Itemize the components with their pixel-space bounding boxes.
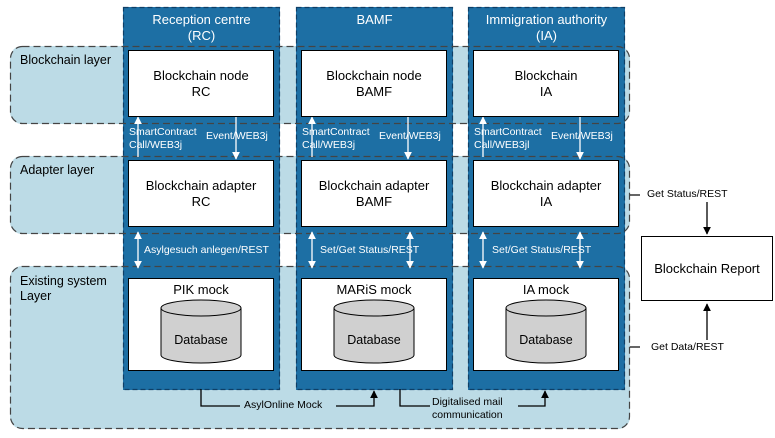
call-label-bamf: SmartContract Call/WEB3j (302, 126, 370, 151)
database-label-rc: Database (174, 333, 228, 347)
blockchain-adapter-bamf: Blockchain adapter BAMF (301, 160, 447, 227)
blockchain-adapter-rc: Blockchain adapter RC (128, 160, 274, 227)
blockchain-node-bamf: Blockchain node BAMF (301, 50, 447, 117)
call-label-rc: SmartContract Call/WEB3j (129, 126, 197, 151)
column-title-ia: Immigration authority (IA) (485, 12, 608, 43)
blockchain-report-label: Blockchain Report (654, 260, 760, 276)
blockchain-node-rc: Blockchain node RC (128, 50, 274, 117)
column-title-bamf: BAMF (356, 12, 393, 27)
asylonline-mock-label: AsylOnline Mock (244, 399, 323, 411)
existing-layer-label: Existing system Layer (20, 274, 107, 303)
interface-label-ia: Set/Get Status/REST (492, 244, 592, 256)
database-label-ia: Database (519, 333, 573, 347)
blockchain-adapter-ia: Blockchain adapter IA (473, 160, 619, 227)
interface-label-bamf: Set/Get Status/REST (320, 244, 420, 256)
call-label-ia: SmartContract Call/WEB3jl (474, 126, 542, 151)
mock-title-ia: IA mock (522, 282, 570, 297)
blockchain-layer-label: Blockchain layer (20, 53, 112, 67)
event-label-bamf: Event/WEB3j (379, 130, 441, 142)
blockchain-node-bamf-label: Blockchain node BAMF (326, 67, 422, 99)
database-label-bamf: Database (347, 333, 401, 347)
blockchain-adapter-bamf-label: Blockchain adapter BAMF (318, 177, 430, 209)
interface-label-rc: Asylgesuch anlegen/REST (144, 244, 269, 256)
blockchain-report-box (641, 236, 773, 301)
blockchain-node-rc-label: Blockchain node RC (153, 67, 249, 99)
event-label-rc: Event/WEB3j (206, 130, 268, 142)
get-data-label: Get Data/REST (651, 341, 724, 353)
get-status-label: Get Status/REST (647, 188, 728, 200)
blockchain-node-ia: Blockchain IA (473, 50, 619, 117)
database-cylinder-bamf (333, 299, 415, 364)
database-cylinder-rc (160, 299, 242, 364)
adapter-layer-label: Adapter layer (20, 163, 95, 177)
event-label-ia: Event/WEB3j (551, 130, 613, 142)
mock-title-bamf: MARiS mock (336, 282, 412, 297)
blockchain-node-ia-label: Blockchain IA (514, 67, 578, 99)
blockchain-adapter-ia-label: Blockchain adapter IA (490, 177, 602, 209)
database-cylinder-ia (505, 299, 587, 364)
mock-title-rc: PIK mock (173, 282, 229, 297)
blockchain-adapter-rc-label: Blockchain adapter RC (145, 177, 257, 209)
digitalised-mail-label: Digitalised mail communication (432, 396, 503, 421)
blockchain-report: Blockchain Report (641, 236, 773, 301)
column-title-rc: Reception centre (RC) (152, 12, 251, 43)
